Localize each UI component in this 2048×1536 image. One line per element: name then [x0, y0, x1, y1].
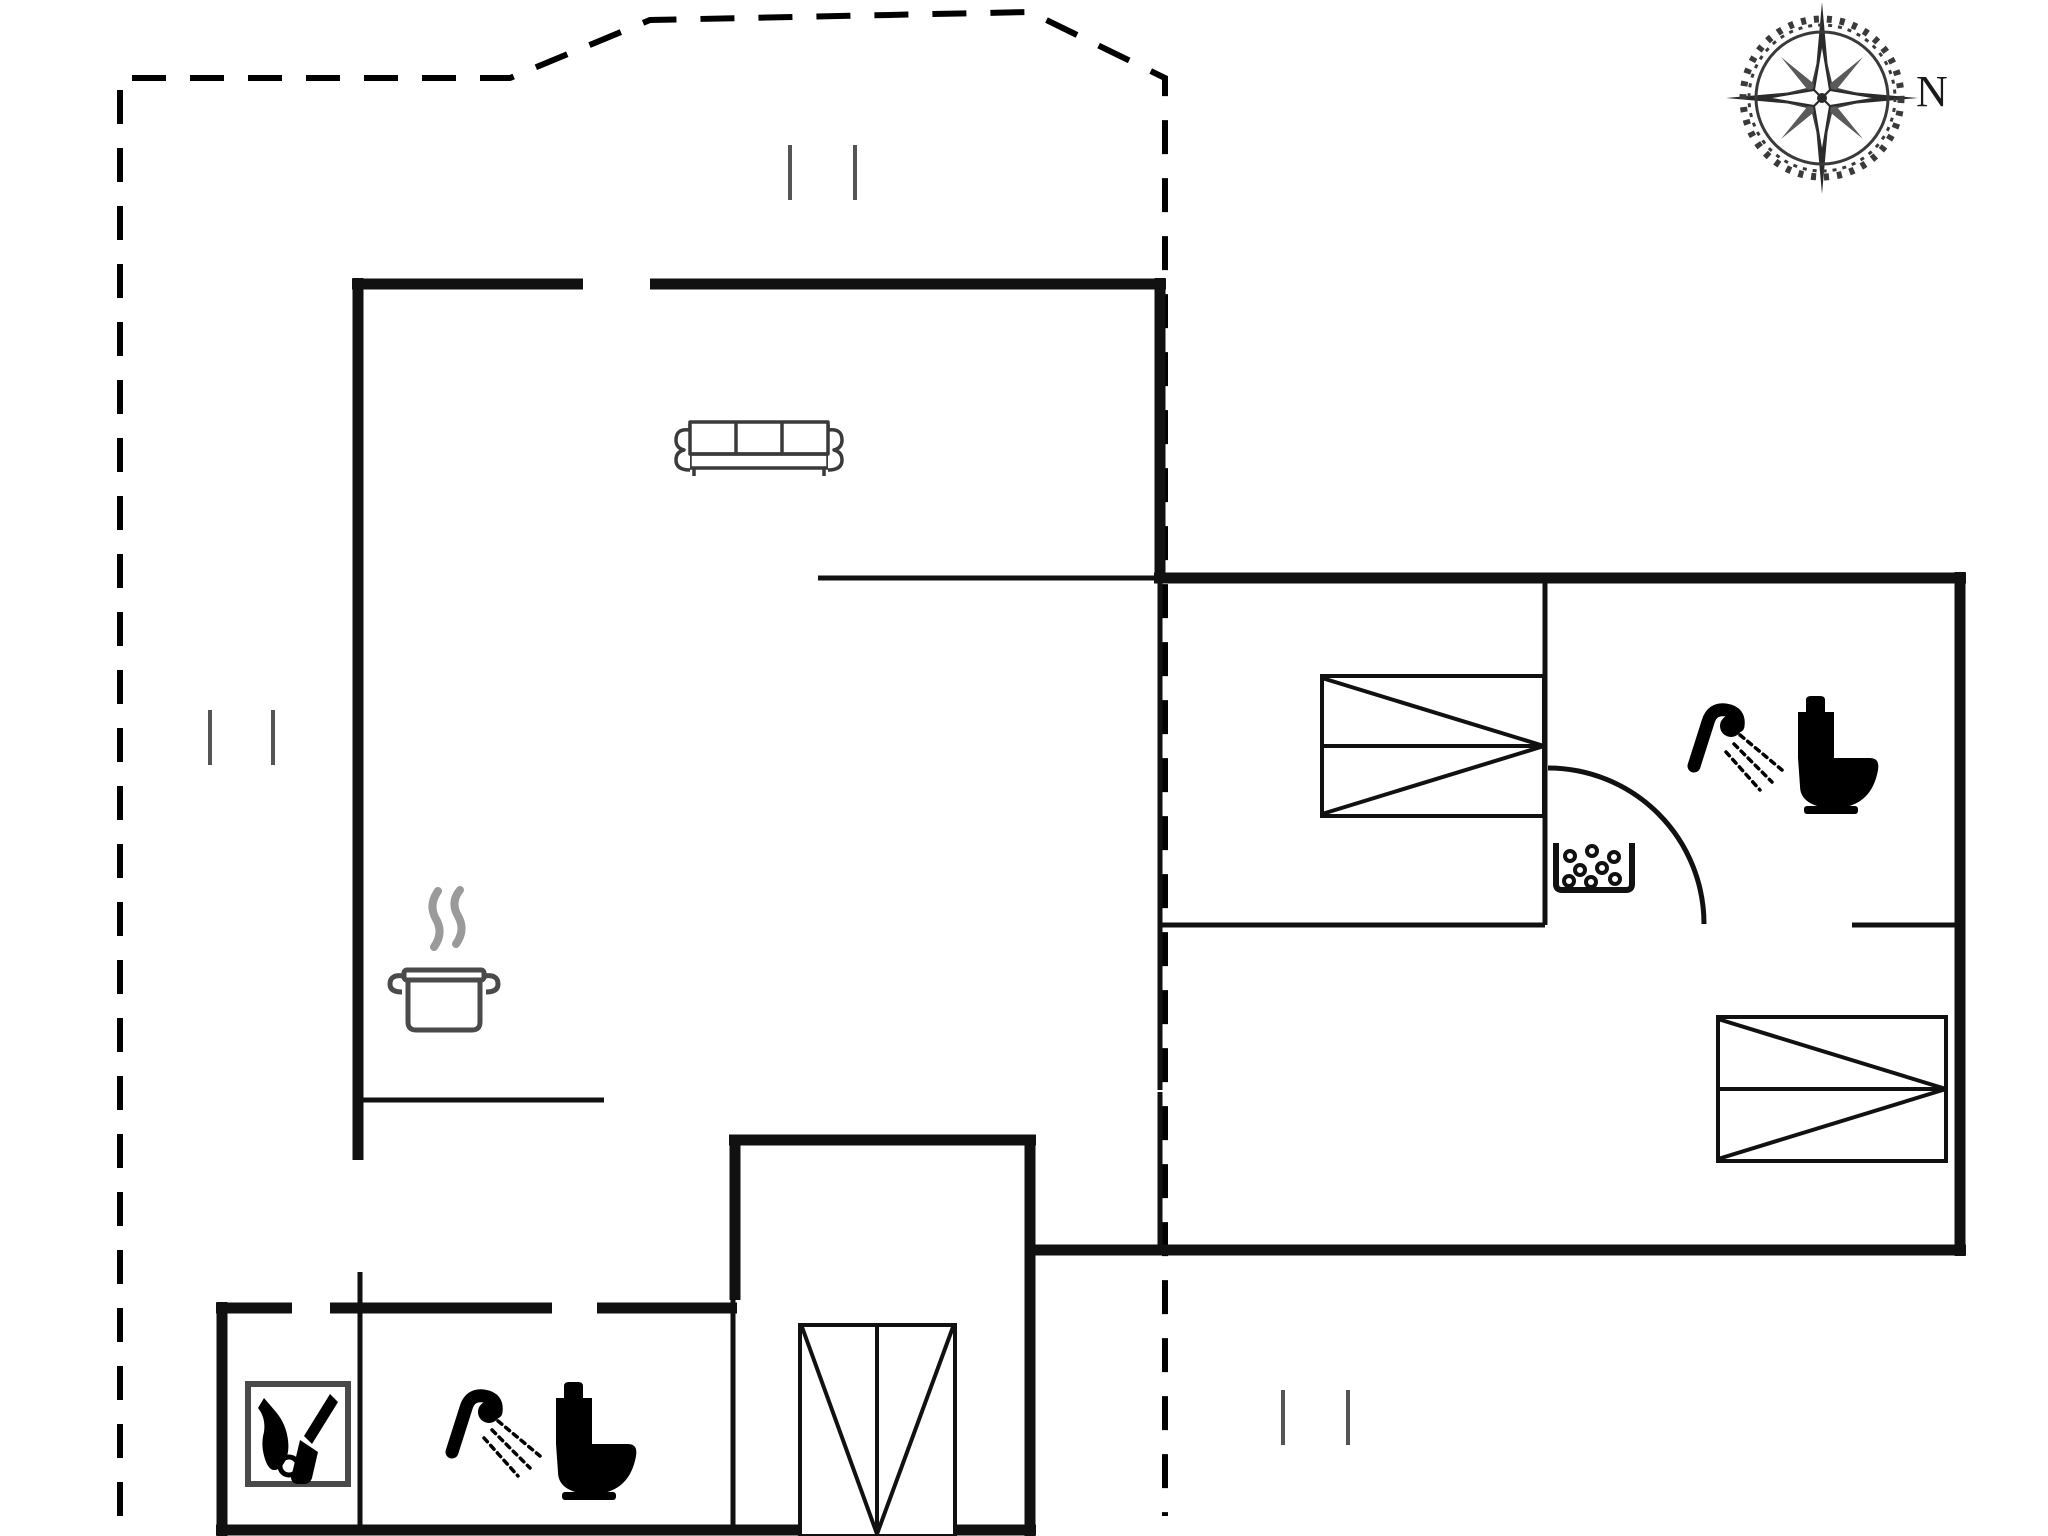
bed-symbol-bedroom-north [1320, 674, 1546, 818]
door-swing-bathroom [1547, 765, 1707, 925]
shower-toilet-icon-north [1687, 696, 1879, 814]
shower-toilet-icon-south [445, 1382, 637, 1500]
exterior-walls [216, 278, 1966, 1536]
washing-machine-icon [1553, 843, 1635, 893]
interior-walls [357, 575, 1960, 1530]
sofa-symbol [674, 420, 844, 476]
window-tick-marks [208, 145, 1350, 1445]
cooking-pot-icon [387, 886, 501, 1033]
bed-symbol-bedroom-center [798, 1323, 957, 1536]
compass-north-label: N [1916, 67, 1948, 116]
bed-symbol-bedroom-south [1716, 1015, 1948, 1163]
property-boundary [117, 8, 1168, 1516]
utility-sink-icon [245, 1381, 351, 1487]
compass-rose [1726, 2, 1918, 194]
